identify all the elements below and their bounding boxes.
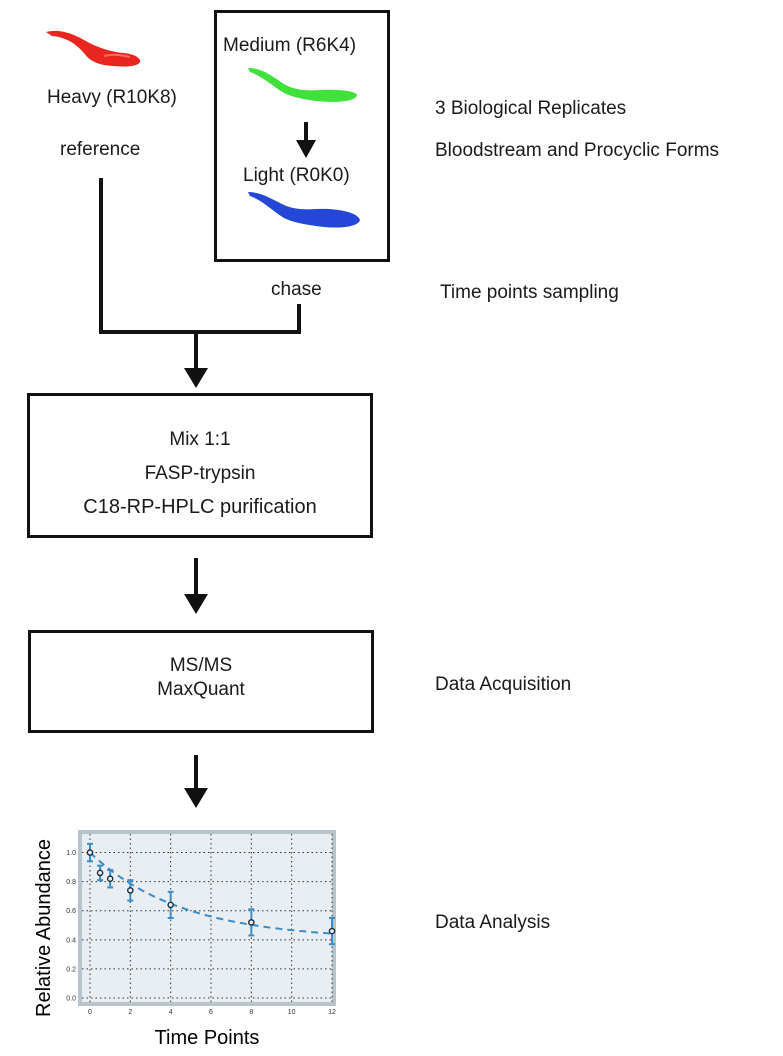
point-marker xyxy=(167,901,174,909)
y-tick-label: 0.0 xyxy=(66,996,76,1003)
data-point xyxy=(106,869,114,889)
light-parasite-icon xyxy=(248,192,360,228)
note-analysis: Data Analysis xyxy=(435,912,551,933)
fasp-label: FASP-trypsin xyxy=(144,463,256,484)
medium-parasite-icon xyxy=(248,68,357,102)
data-point xyxy=(86,842,94,863)
chart-points xyxy=(86,842,336,946)
mix-label: Mix 1:1 xyxy=(169,429,231,450)
heavy-parasite-icon xyxy=(46,30,141,67)
arrow-to-analysis xyxy=(184,755,208,808)
y-axis-label: Relative Abundance xyxy=(33,839,55,1017)
x-tick-label: 0 xyxy=(88,1009,92,1016)
x-tick-label: 6 xyxy=(209,1009,213,1016)
note-replicates: 3 Biological Replicates xyxy=(435,98,627,119)
x-tick-label: 4 xyxy=(169,1009,173,1016)
light-label: Light (R0K0) xyxy=(243,165,350,186)
note-acquisition: Data Acquisition xyxy=(435,674,572,695)
chase-label: chase xyxy=(271,279,322,300)
processing-box xyxy=(27,393,373,538)
data-point xyxy=(328,917,336,946)
point-marker xyxy=(248,919,255,926)
point-marker xyxy=(96,869,104,877)
x-tick-label: 12 xyxy=(328,1009,336,1016)
x-tick-label: 10 xyxy=(288,1009,296,1016)
msms-label: MS/MS xyxy=(169,655,233,676)
medium-label: Medium (R6K4) xyxy=(223,35,357,56)
data-point xyxy=(167,890,174,919)
chart-ticks: 0 2 4 6 8 10 12 0.0 0.2 0.4 0.6 0.8 1.0 xyxy=(66,850,336,1016)
x-tick-label: 8 xyxy=(249,1009,253,1016)
data-point xyxy=(248,908,255,937)
plot-area xyxy=(78,830,336,1006)
merge-lines xyxy=(99,178,301,388)
y-tick-label: 1.0 xyxy=(66,850,76,857)
point-marker xyxy=(106,875,114,883)
point-marker xyxy=(328,927,336,935)
y-tick-label: 0.2 xyxy=(66,966,76,973)
x-axis-label: Time Points xyxy=(155,1027,260,1049)
arrow-to-ms xyxy=(184,558,208,614)
hplc-label: C18-RP-HPLC purification xyxy=(83,496,317,518)
maxquant-label: MaxQuant xyxy=(157,679,245,700)
reference-label: reference xyxy=(60,139,141,160)
point-marker xyxy=(86,849,94,856)
y-tick-label: 0.6 xyxy=(66,908,76,915)
note-sampling: Time points sampling xyxy=(440,282,619,303)
data-point xyxy=(96,864,104,882)
ms-box xyxy=(28,630,374,733)
y-tick-label: 0.8 xyxy=(66,879,76,886)
pulse-box xyxy=(214,10,390,262)
heavy-label: Heavy (R10K8) xyxy=(47,87,177,108)
data-point xyxy=(127,879,134,902)
y-tick-label: 0.4 xyxy=(66,937,76,944)
point-marker xyxy=(127,887,134,894)
x-tick-label: 2 xyxy=(128,1009,132,1016)
note-forms: Bloodstream and Procyclic Forms xyxy=(435,140,720,161)
pulse-arrow xyxy=(296,122,316,158)
